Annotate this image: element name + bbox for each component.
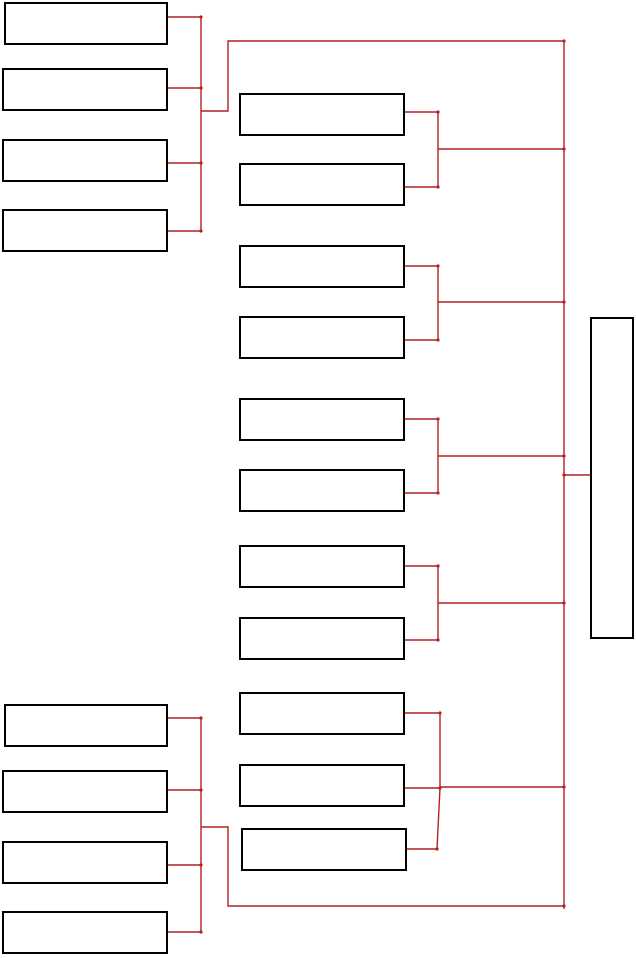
- middle-pair-4-box-2: [239, 617, 405, 660]
- junction-dot: [199, 15, 203, 19]
- connector-lines: [167, 16, 593, 933]
- junction-dot: [199, 161, 203, 165]
- bottom-left-box-2: [2, 770, 168, 813]
- top-left-box-2: [2, 68, 168, 111]
- connector-main-trunk: [563, 40, 593, 909]
- junction-dot: [436, 264, 440, 268]
- junction-dot: [438, 711, 442, 715]
- middle-pair-2-box-2: [239, 316, 405, 359]
- junction-dot: [562, 147, 566, 151]
- junction-dot: [436, 338, 440, 342]
- middle-pair-3-box-2: [239, 469, 405, 512]
- junction-dot: [436, 564, 440, 568]
- connector-pair-1: [404, 111, 565, 188]
- junction-dot: [562, 904, 566, 908]
- bottom-left-box-4: [2, 911, 168, 954]
- root-box: [590, 317, 634, 639]
- junction-dot: [199, 86, 203, 90]
- junction-dot: [436, 638, 440, 642]
- junction-dot: [436, 185, 440, 189]
- junction-dots: [199, 15, 594, 934]
- connector-pair-4: [404, 565, 565, 641]
- middle-pair-1-box-1: [239, 93, 405, 136]
- middle-triple-box-3: [241, 828, 407, 871]
- junction-dot: [199, 788, 203, 792]
- bottom-left-box-1: [4, 704, 168, 747]
- connector-pair-2: [404, 265, 565, 341]
- junction-dot: [199, 930, 203, 934]
- bottom-left-box-3: [2, 841, 168, 884]
- top-left-box-1: [4, 2, 168, 45]
- junction-dot: [562, 454, 566, 458]
- connector-pair-3: [404, 418, 565, 494]
- junction-dot: [199, 863, 203, 867]
- middle-pair-4-box-1: [239, 545, 405, 588]
- middle-triple-box-2: [239, 764, 405, 807]
- connector-top-left-group: [167, 16, 565, 232]
- junction-dot: [562, 473, 566, 477]
- junction-dot: [435, 847, 439, 851]
- junction-dot: [436, 110, 440, 114]
- junction-dot: [436, 491, 440, 495]
- connector-bottom-left-group: [167, 717, 565, 933]
- connector-triple: [404, 712, 565, 850]
- junction-dot: [562, 300, 566, 304]
- junction-dot: [562, 39, 566, 43]
- junction-dot: [199, 716, 203, 720]
- top-left-box-3: [2, 139, 168, 182]
- middle-pair-2-box-1: [239, 245, 405, 288]
- junction-dot: [436, 417, 440, 421]
- middle-pair-3-box-1: [239, 398, 405, 441]
- middle-pair-1-box-2: [239, 163, 405, 206]
- top-left-box-4: [2, 209, 168, 252]
- junction-dot: [199, 229, 203, 233]
- junction-dot: [562, 785, 566, 789]
- junction-dot: [438, 786, 442, 790]
- middle-triple-box-1: [239, 692, 405, 735]
- junction-dot: [562, 601, 566, 605]
